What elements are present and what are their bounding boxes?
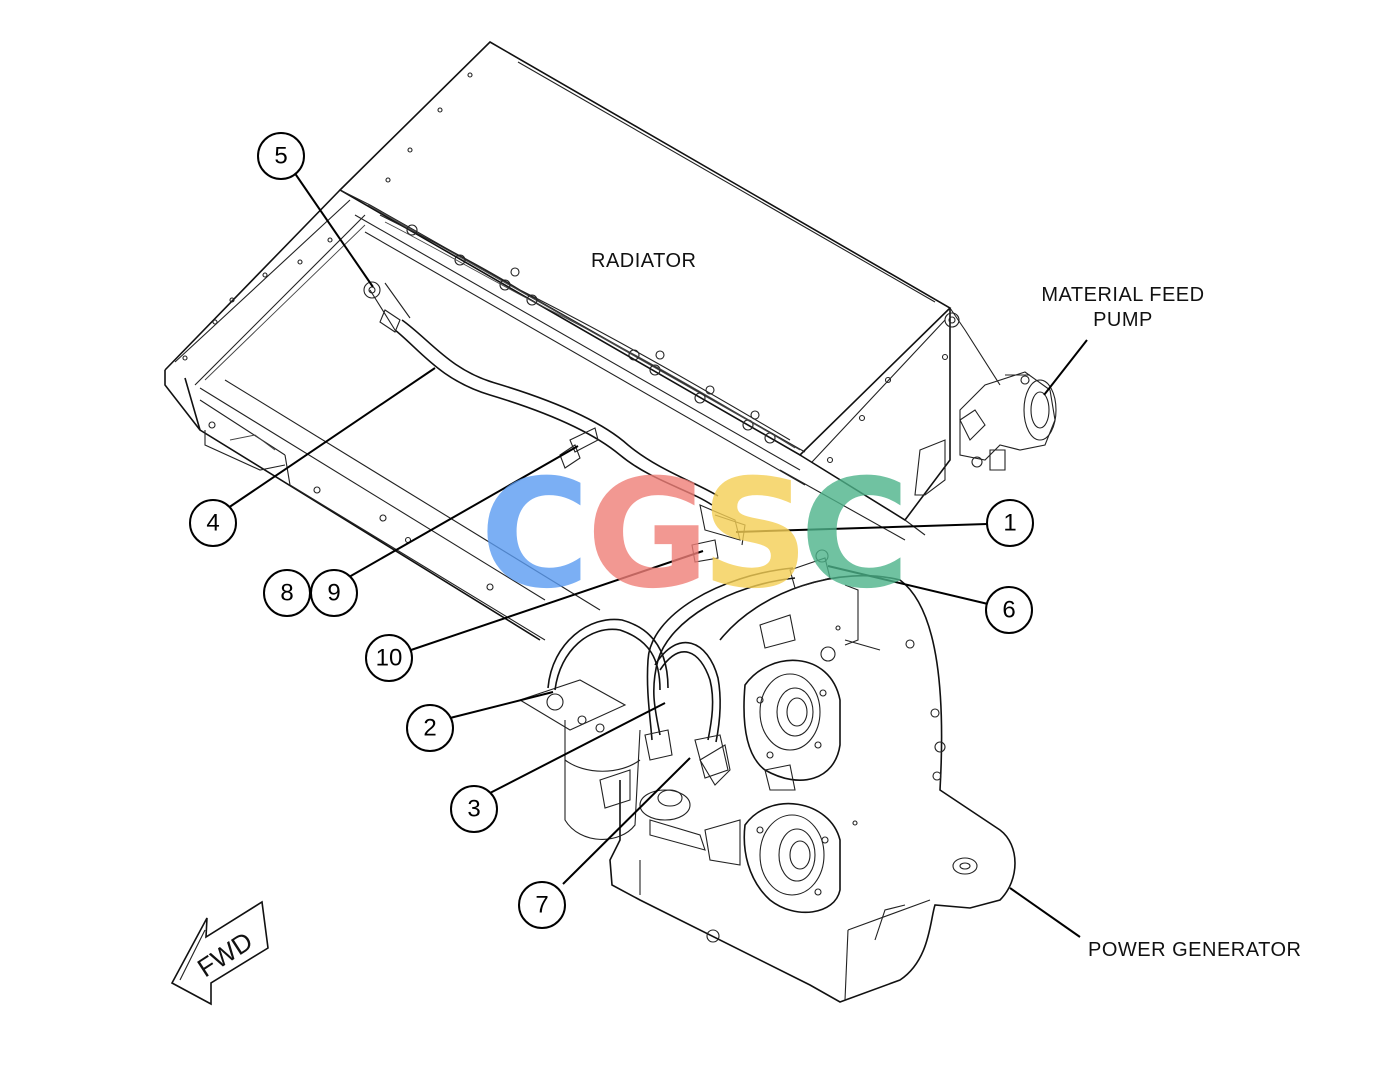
callout-5: 5 [257,132,305,180]
watermark-letter-c1: C [480,448,590,622]
material-feed-pump [914,371,1057,496]
callout-10-number: 10 [376,645,403,672]
material-feed-pump-label-line2: PUMP [1093,309,1153,331]
callout-3-number: 3 [467,796,480,823]
callout-2: 2 [406,704,454,752]
callout-7-number: 7 [535,892,548,919]
callout-9: 9 [310,569,358,617]
watermark-letter-c2: C [800,448,910,622]
fwd-direction-arrow: FWD [170,900,269,1006]
callout-4: 4 [189,499,237,547]
callout-7: 7 [518,881,566,929]
material-feed-pump-label-line1: MATERIAL FEED [1041,284,1204,306]
callout-5-number: 5 [274,143,287,170]
callout-6-number: 6 [1002,597,1015,624]
callout-8: 8 [263,569,311,617]
callout-10: 10 [365,634,413,682]
watermark-letter-g: G [586,448,709,622]
watermark-letter-s: S [701,448,809,622]
callout-1: 1 [986,499,1034,547]
leader-lines [227,171,1088,938]
callout-3: 3 [450,785,498,833]
callout-9-number: 9 [327,580,340,607]
radiator-label: RADIATOR [591,250,697,272]
callout-4-number: 4 [206,510,219,537]
callout-8-number: 8 [280,580,293,607]
callout-6: 6 [985,586,1033,634]
callout-2-number: 2 [423,715,436,742]
radiator-assembly [164,41,1001,641]
power-generator-label: POWER GENERATOR [1088,939,1301,961]
hose-assemblies [363,281,831,779]
callout-1-number: 1 [1003,510,1016,537]
cgsc-watermark: C G S C [480,448,910,622]
power-generator [518,574,1016,1003]
